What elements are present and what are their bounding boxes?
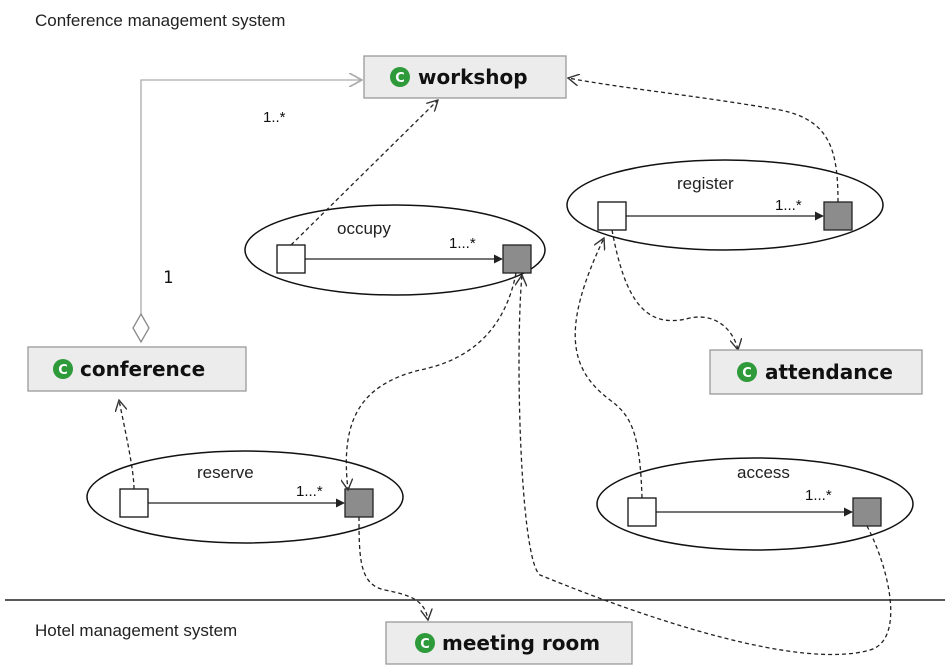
class-icon-glyph: C: [420, 637, 430, 652]
occupy-source-role: [276, 244, 306, 274]
class-icon-glyph: C: [58, 363, 68, 378]
register-to-attendance-link: [611, 229, 738, 350]
class-icon: [53, 359, 73, 379]
aggregation-whole-multiplicity: 1: [163, 268, 173, 288]
class-name-attendance: attendance: [765, 360, 893, 384]
aggregation-diamond: [132, 312, 150, 344]
access-multiplicity: 1...*: [805, 487, 832, 504]
relation-occupy: [244, 204, 546, 296]
occupy-multiplicity: 1...*: [449, 235, 476, 252]
access-to-occupy-link: [519, 275, 892, 656]
relation-reserve: [86, 450, 404, 544]
region-label-conference-system: Conference management system: [35, 11, 285, 30]
class-meeting-room[interactable]: C meeting room: [385, 621, 633, 665]
occupy-target-role: [502, 244, 532, 274]
class-attendance[interactable]: C attendance: [709, 349, 923, 395]
reserve-target-role: [344, 488, 374, 518]
aggregation-line: [140, 80, 362, 316]
relation-register: [566, 159, 884, 251]
class-icon: [390, 67, 410, 87]
register-target-role: [823, 201, 853, 231]
class-name-workshop: workshop: [418, 65, 528, 89]
relation-label-occupy: occupy: [337, 219, 391, 238]
class-name-meeting-room: meeting room: [442, 631, 600, 655]
reserve-source-role: [119, 488, 149, 518]
reserve-to-meeting-room-link: [358, 516, 428, 620]
relation-label-reserve: reserve: [197, 463, 254, 482]
region-label-hotel-system: Hotel management system: [35, 621, 237, 640]
class-icon: [415, 633, 435, 653]
class-icon-glyph: C: [742, 366, 752, 381]
access-to-register-link: [574, 238, 643, 499]
register-source-role: [597, 201, 627, 231]
register-multiplicity: 1...*: [775, 197, 802, 214]
class-name-conference: conference: [80, 357, 205, 381]
relation-label-access: access: [737, 463, 790, 482]
reserve-multiplicity: 1...*: [296, 483, 323, 500]
reserve-to-conference-link: [119, 400, 135, 490]
relation-label-register: register: [677, 174, 734, 193]
class-conference[interactable]: C conference: [27, 346, 247, 392]
class-workshop[interactable]: C workshop: [363, 55, 567, 99]
class-icon-glyph: C: [395, 71, 405, 86]
aggregation-part-multiplicity: 1..*: [263, 109, 286, 126]
access-source-role: [627, 497, 657, 527]
register-to-workshop-link: [568, 78, 839, 203]
relation-access: [596, 457, 914, 551]
class-icon: [737, 362, 757, 382]
access-target-role: [852, 497, 882, 527]
occupy-to-reserve-link: [346, 272, 517, 490]
